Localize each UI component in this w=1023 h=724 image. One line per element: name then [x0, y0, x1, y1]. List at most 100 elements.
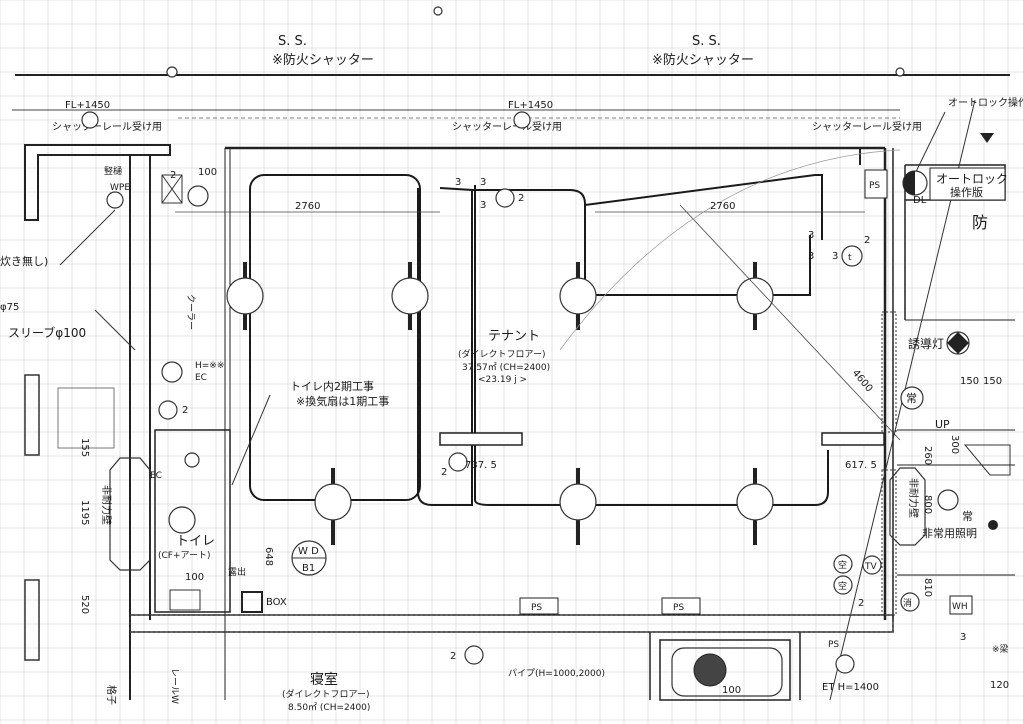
- wh-label: WH: [952, 602, 968, 612]
- exit-sign-label: 誘導灯: [908, 337, 944, 351]
- ceiling-light: [559, 262, 597, 330]
- leader-line: [94, 309, 136, 351]
- dim-300: 300: [949, 435, 960, 454]
- ss-label-right: S. S.: [692, 34, 721, 49]
- window-symbol: [24, 579, 40, 661]
- emergency-light-label: 非常用照明: [922, 527, 977, 540]
- toilet-symbol: [168, 506, 196, 534]
- beam-label: ※梁: [992, 643, 1009, 655]
- emergency-light: [937, 489, 959, 511]
- bath-symbol: [671, 647, 783, 697]
- dim-1195: 1195: [79, 500, 90, 525]
- bedroom-label: 寝室: [310, 671, 338, 688]
- outlet-symbol: [158, 400, 178, 420]
- ceiling-lights: [226, 262, 774, 545]
- circuit-number: 3: [832, 251, 838, 262]
- rail-label-right: シャッターレール受け用: [812, 121, 922, 133]
- circuit-number: 3: [455, 177, 461, 188]
- wall-marker: [889, 467, 926, 546]
- ss-label-left: S. S.: [278, 34, 307, 49]
- jo-circle: [900, 386, 924, 410]
- ps-label-top: PS: [869, 181, 880, 191]
- exposed-label: 露出: [228, 566, 246, 578]
- jo-label: 常: [906, 392, 917, 405]
- downlight-symbol: [81, 111, 99, 129]
- rail-v-label: レールW: [169, 668, 179, 704]
- circuit-number: 3: [808, 230, 814, 241]
- circuit-number: 2: [864, 235, 870, 246]
- walls: [24, 144, 1015, 701]
- fire-symbol: [900, 592, 920, 612]
- dim-737: 737. 5: [465, 460, 497, 471]
- rail-label-left: シャッターレール受け用: [52, 121, 162, 133]
- box-label: BOX: [266, 597, 287, 608]
- dim-120: 120: [990, 680, 1009, 691]
- sensor-symbol: [833, 575, 853, 595]
- outlet-symbol: [464, 645, 484, 665]
- autolock-panel-label-2: 操作版: [950, 185, 983, 199]
- tv-outlet: [862, 555, 882, 575]
- height-label: H=※※: [195, 361, 224, 371]
- b1-label: B1: [302, 563, 315, 574]
- hitaika-left-label: 非耐力壁: [100, 485, 113, 525]
- dim-150-b: 150: [983, 376, 1002, 387]
- dim-2760-left: 2760: [295, 201, 320, 212]
- dim-100-c: 100: [722, 685, 741, 696]
- rail-label-mid: シャッターレール受け用: [452, 121, 562, 133]
- dim-2760-right: 2760: [710, 201, 735, 212]
- dim-800: 800: [922, 495, 933, 514]
- ec-label: EC: [195, 373, 207, 383]
- outlet-symbol: [184, 452, 200, 468]
- toilet-label: トイレ: [176, 534, 215, 549]
- ku-label-2: 空: [838, 580, 847, 592]
- shutter-label-right: ※防火シャッター: [652, 52, 754, 68]
- leader-line: [59, 209, 116, 266]
- tenant-area-label: 37.57㎡ (CH=2400): [462, 362, 550, 373]
- dim-260: 260: [922, 446, 933, 465]
- sleeve-label: スリーブφ100: [8, 325, 86, 340]
- grid-marker: [433, 6, 443, 16]
- arc-line: [559, 149, 901, 351]
- grid-marker: [166, 66, 178, 78]
- autolock-panel-label-1: オートロック: [936, 172, 1008, 186]
- dim-810: 810: [922, 578, 933, 597]
- goshi-label: 格子: [105, 685, 118, 705]
- stair-symbol: [963, 444, 1011, 476]
- ceiling-light: [226, 262, 264, 330]
- fire-label: 防: [972, 213, 988, 232]
- ps-label-bottom: PS: [828, 640, 839, 650]
- wpe-outlet-symbol: [106, 191, 124, 209]
- outlet-symbol: [448, 452, 468, 472]
- circuit-number: 3: [480, 177, 486, 188]
- circuit-number: 3: [480, 200, 486, 211]
- box-outlet: [241, 591, 263, 613]
- wpe-label: WPE: [110, 183, 130, 193]
- pointer-triangle: [980, 133, 994, 143]
- circuit-number: 2: [858, 598, 864, 609]
- beam-symbol: [439, 432, 523, 446]
- ps-box: [519, 597, 559, 615]
- ceiling-light: [736, 262, 774, 330]
- toilet-note-1: トイレ内2期工事: [290, 379, 374, 393]
- sink-symbol: [169, 589, 201, 611]
- ec-label-2: EC: [150, 471, 162, 481]
- tenant-jo-label: <23.19 j >: [478, 375, 527, 385]
- toilet-note-2: ※換気扇は1期工事: [296, 394, 389, 408]
- dim-150-a: 150: [960, 376, 979, 387]
- wall-hatch: [881, 311, 897, 433]
- circuit-number: 2: [441, 467, 447, 478]
- jo-label-2: 常: [962, 510, 973, 523]
- leader-line: [231, 394, 271, 486]
- ventilation-fan-symbol: [187, 185, 209, 207]
- dim-617: 617. 5: [845, 460, 877, 471]
- circuit-number: 2: [450, 651, 456, 662]
- pipe-label: パイプ(H=1000,2000): [508, 668, 605, 679]
- wall-hatch: [129, 614, 894, 633]
- dim-100-b: 100: [185, 572, 204, 583]
- wd-label: W D: [298, 546, 319, 557]
- wh-box: [949, 595, 973, 615]
- up-label: UP: [935, 418, 950, 431]
- ceiling-light: [559, 468, 597, 545]
- fl-label-left: FL+1450: [65, 100, 110, 111]
